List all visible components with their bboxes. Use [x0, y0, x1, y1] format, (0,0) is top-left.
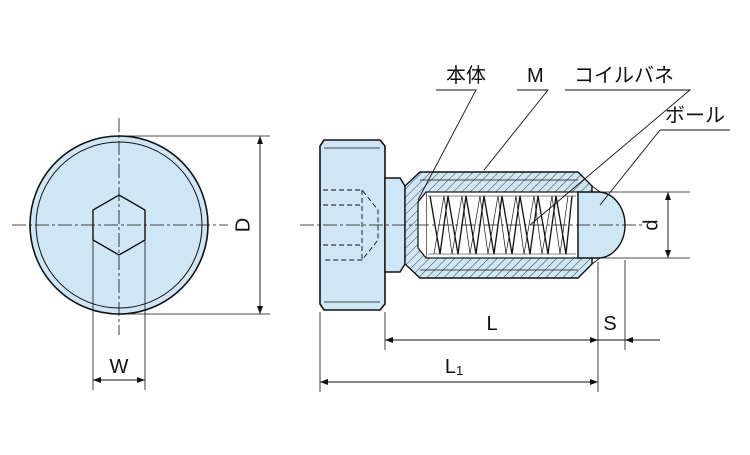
body-leader	[417, 89, 477, 201]
callout-spring: コイルバネ	[574, 65, 674, 87]
socket-hidden-outline	[323, 189, 379, 261]
w-arrow-right	[137, 377, 145, 383]
l1-arrow-right	[590, 379, 598, 385]
end-view: W D	[12, 118, 270, 390]
side-view: d L S L1 本体 M コイルバネ ボール	[300, 64, 730, 392]
l1-label: L1	[445, 356, 463, 378]
l1-label-subscript: 1	[456, 363, 463, 378]
ball-retainer-lip	[591, 185, 601, 265]
l1-label-main: L	[445, 356, 456, 378]
ball-d-arrow-bottom	[665, 250, 671, 258]
callout-thread: M	[527, 65, 544, 87]
hex-socket	[92, 194, 146, 256]
spring-leader	[529, 89, 692, 226]
ball-d-arrow-top	[665, 192, 671, 200]
thread-leader	[483, 89, 549, 171]
l-label: L	[486, 313, 497, 335]
w-label: W	[110, 356, 129, 378]
callout-ball: ボール	[665, 104, 725, 127]
d-arrow-top	[257, 136, 263, 144]
callout-body: 本体	[446, 64, 486, 87]
l1-arrow-left	[320, 379, 328, 385]
d-arrow-bottom	[257, 306, 263, 314]
s-arrow	[625, 337, 633, 343]
ball-d-label: d	[640, 219, 662, 230]
d-label: D	[232, 218, 254, 232]
s-label: S	[603, 313, 616, 335]
l-arrow-right	[590, 337, 598, 343]
w-arrow-left	[93, 377, 101, 383]
l-arrow-left	[385, 337, 393, 343]
ball-leader	[599, 129, 730, 206]
